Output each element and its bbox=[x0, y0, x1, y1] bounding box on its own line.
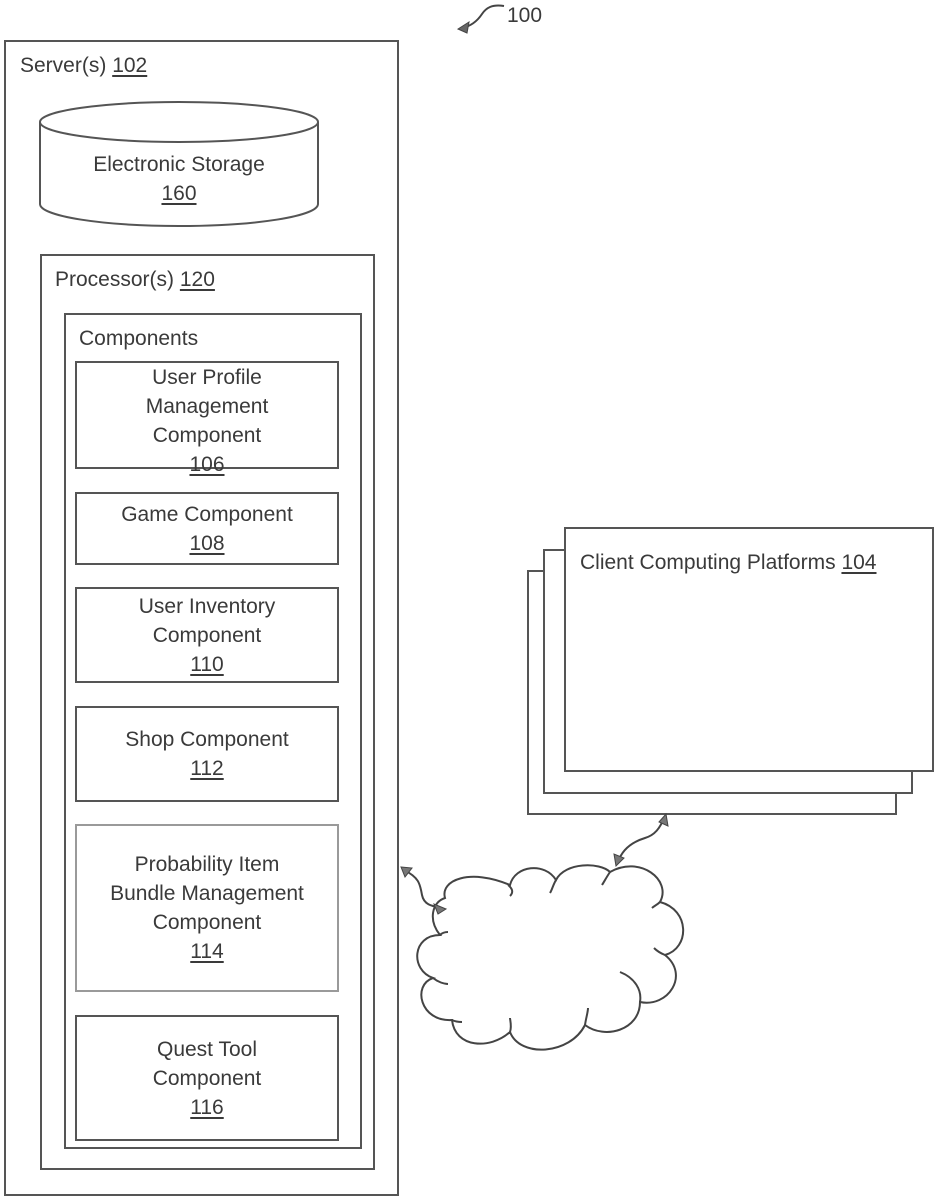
arrowhead-cloud-side-right bbox=[614, 854, 624, 866]
server-network-connector bbox=[404, 870, 442, 908]
client-network-connector bbox=[618, 818, 664, 862]
arrowhead-server-side bbox=[401, 867, 412, 877]
